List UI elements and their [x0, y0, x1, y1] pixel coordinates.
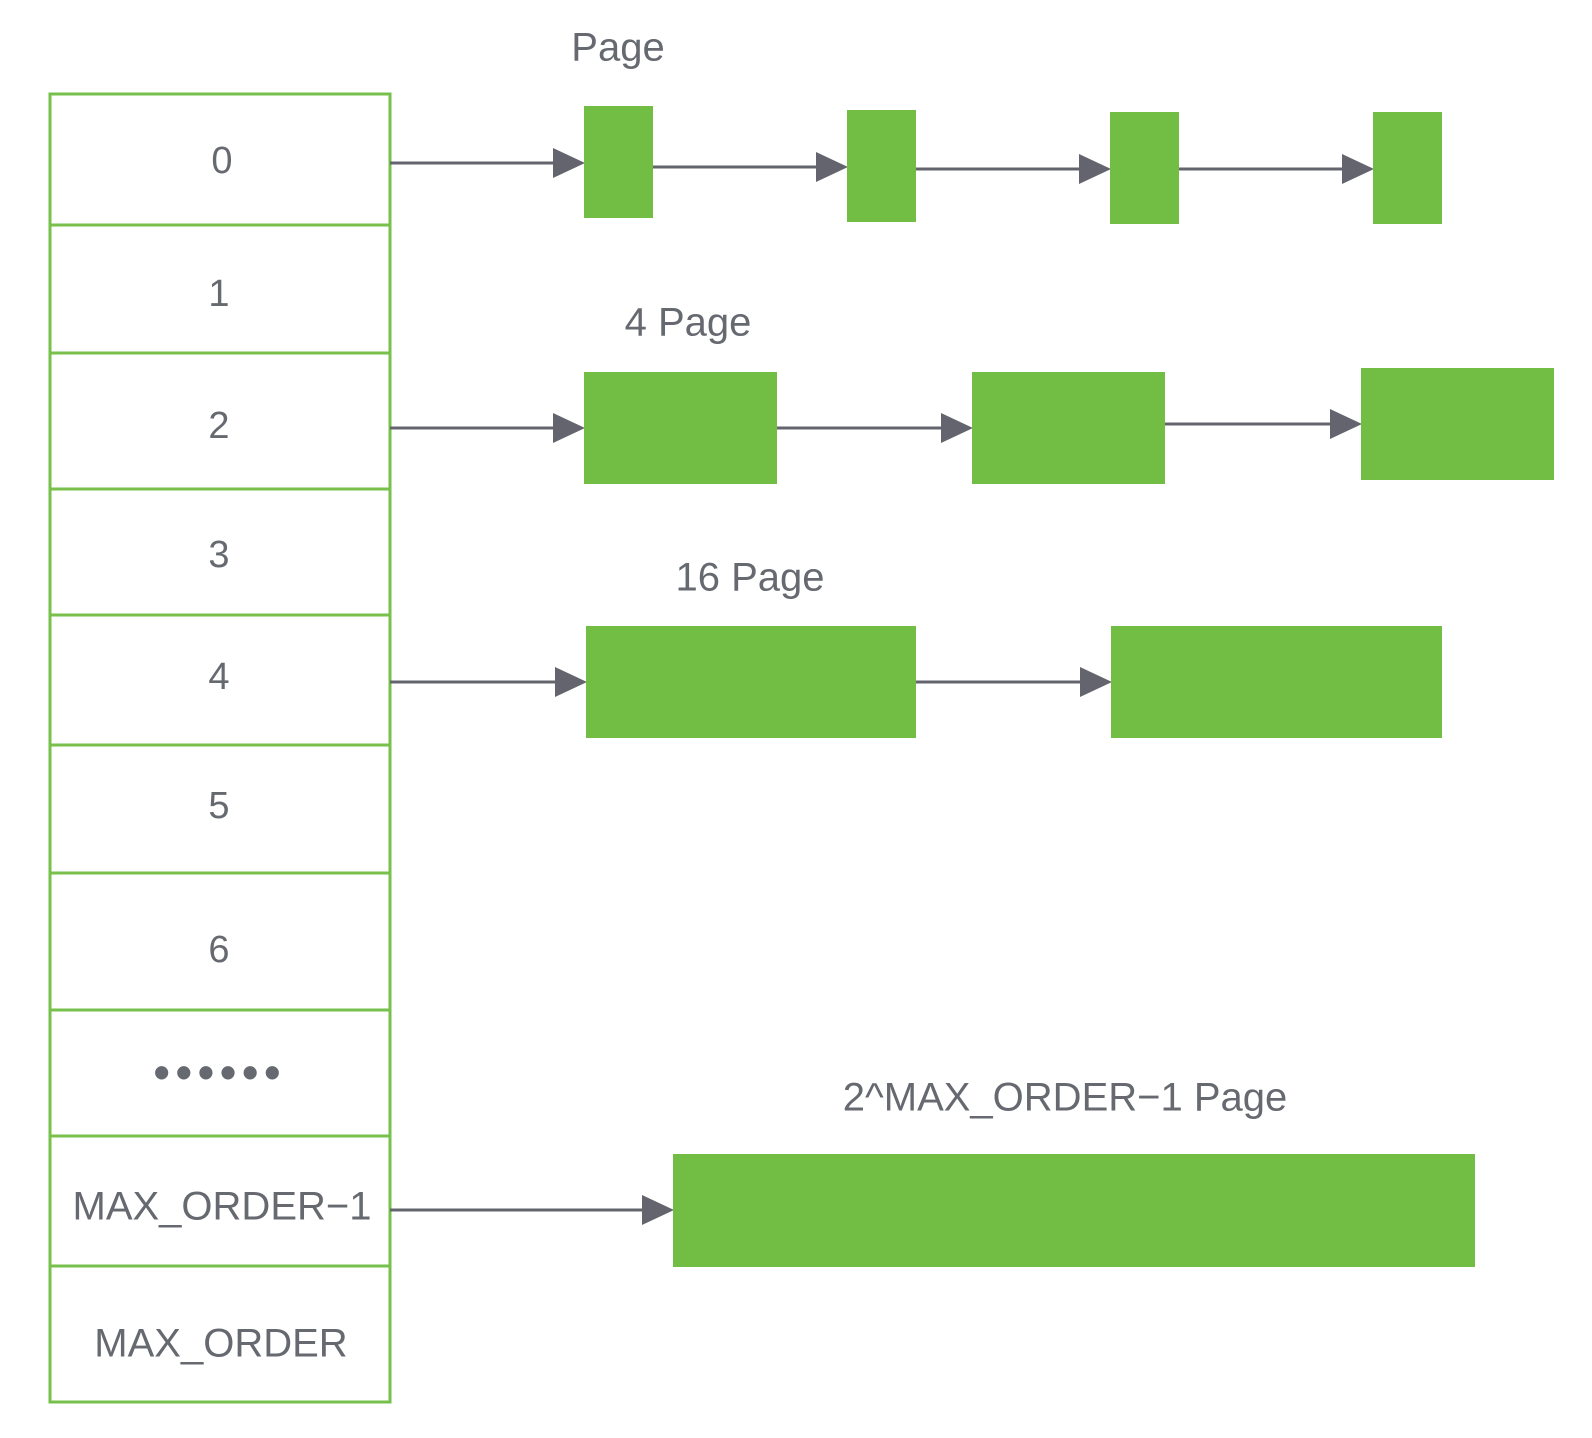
- slot-2-label: 2: [208, 405, 229, 447]
- slot-4: 4: [48, 613, 392, 747]
- page-block: [972, 372, 1165, 484]
- page-block: [584, 106, 653, 218]
- arrow-head: [553, 148, 585, 178]
- order-max-minus-1-group-label: 2^MAX_ORDER−1 Page: [843, 1076, 1288, 1120]
- free-area-column: 0 1 2 3 4 5 6 ••••••: [48, 92, 392, 1404]
- slot-1: 1: [48, 223, 392, 355]
- arrow-head: [1330, 409, 1362, 439]
- page-block: [1111, 626, 1442, 738]
- page-block: [1110, 112, 1179, 224]
- slot-max-order-minus-1-label: MAX_ORDER−1: [73, 1185, 372, 1229]
- slot-max-order-box: [48, 1264, 392, 1404]
- order-4-list: 16 Page: [390, 556, 1442, 738]
- slot-3-box: [48, 487, 392, 617]
- arrow-head: [1080, 667, 1112, 697]
- slot-0: 0: [48, 92, 392, 227]
- slot-ellipsis-box: [48, 1008, 392, 1138]
- slot-0-box: [48, 92, 392, 227]
- arrow-head: [555, 667, 587, 697]
- slot-3-label: 3: [208, 534, 229, 576]
- slot-max-order-minus-1: MAX_ORDER−1: [48, 1134, 392, 1268]
- slot-1-box: [48, 223, 392, 355]
- slot-max-order: MAX_ORDER: [48, 1264, 392, 1404]
- slot-max-order-label: MAX_ORDER: [94, 1322, 347, 1366]
- slot-2: 2: [48, 351, 392, 491]
- page-block: [586, 626, 916, 738]
- arrow-head: [1342, 154, 1374, 184]
- page-block: [584, 372, 777, 484]
- slot-5-box: [48, 743, 392, 875]
- slot-1-label: 1: [208, 273, 229, 315]
- arrow-head: [941, 413, 973, 443]
- slot-6-label: 6: [208, 929, 229, 971]
- order-max-minus-1-list: 2^MAX_ORDER−1 Page: [390, 1076, 1475, 1267]
- slot-5: 5: [48, 743, 392, 875]
- arrow-head: [642, 1195, 674, 1225]
- order-0-group-label: Page: [571, 26, 664, 70]
- page-block: [847, 110, 916, 222]
- slot-5-label: 5: [208, 785, 229, 827]
- slot-6: 6: [48, 871, 392, 1012]
- slot-2-box: [48, 351, 392, 491]
- page-block: [673, 1154, 1475, 1267]
- slot-ellipsis: ••••••: [48, 1008, 392, 1138]
- slot-4-label: 4: [208, 656, 229, 698]
- order-0-list: Page: [390, 26, 1442, 224]
- arrow-head: [553, 413, 585, 443]
- arrow-head: [816, 152, 848, 182]
- page-block: [1361, 368, 1554, 480]
- order-4-group-label: 16 Page: [675, 556, 824, 600]
- page-block: [1373, 112, 1442, 224]
- order-2-list: 4 Page: [390, 301, 1554, 484]
- slot-ellipsis-label: ••••••: [154, 1046, 287, 1098]
- slot-0-label: 0: [211, 140, 232, 182]
- order-2-group-label: 4 Page: [625, 301, 752, 345]
- arrow-head: [1079, 154, 1111, 184]
- slot-3: 3: [48, 487, 392, 617]
